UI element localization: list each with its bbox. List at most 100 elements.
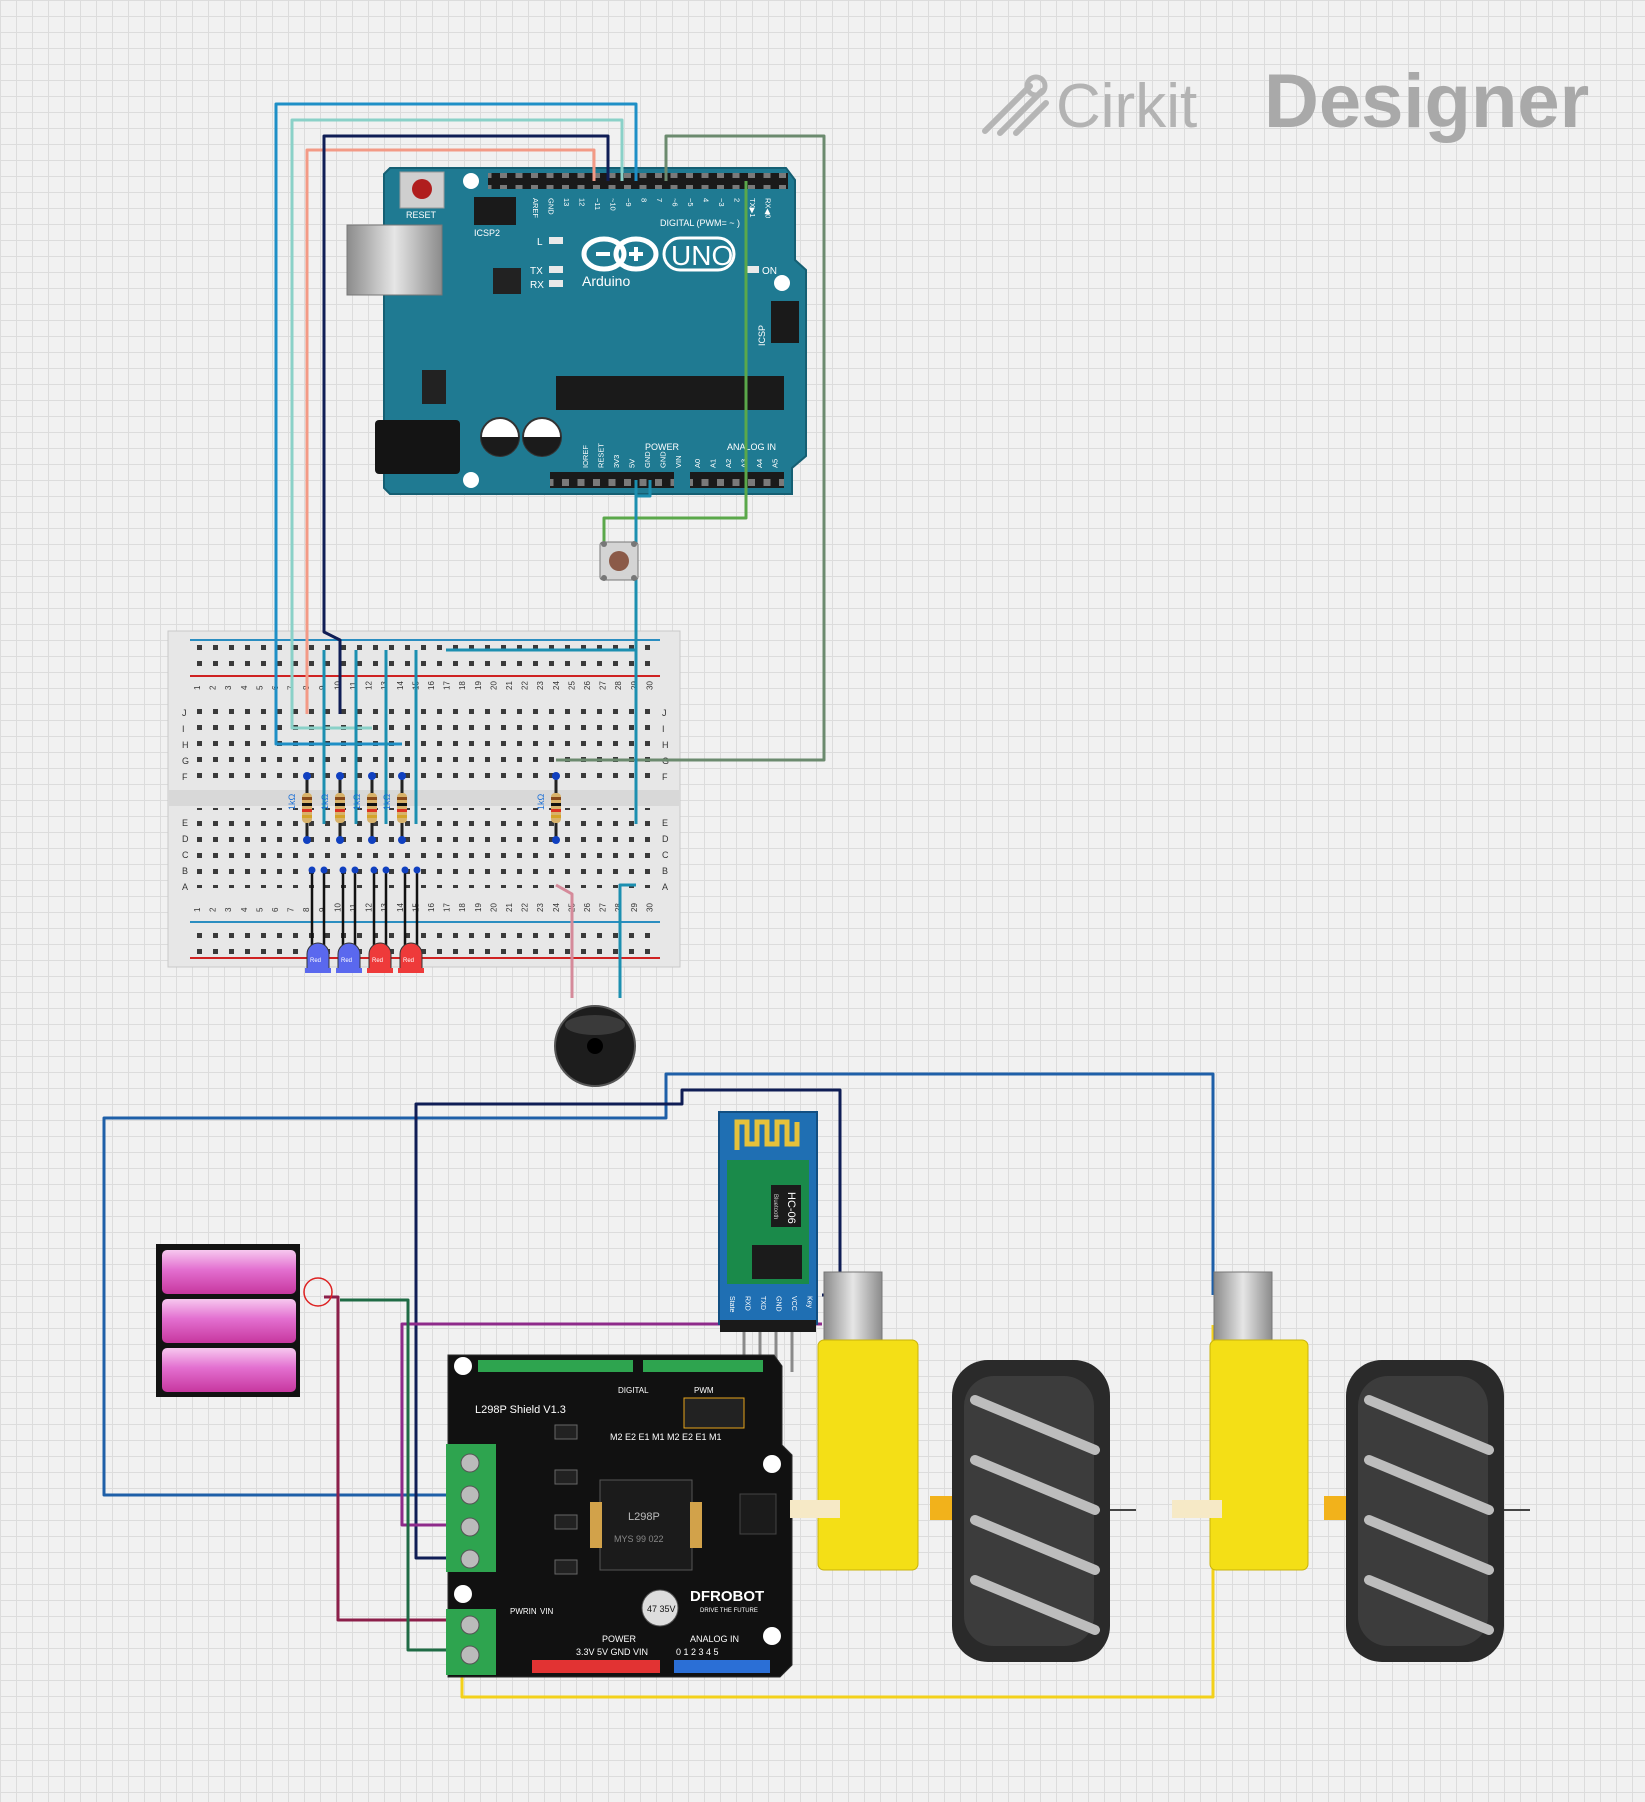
chip-label: L298P bbox=[628, 1511, 660, 1523]
reset-button[interactable] bbox=[412, 179, 432, 199]
pin-label: 12 bbox=[578, 198, 587, 206]
shield-power-pins: 3.3V 5V GND VIN bbox=[576, 1647, 648, 1657]
column-number: 22 bbox=[521, 903, 530, 912]
brand-name-light: Cirkit bbox=[1056, 72, 1197, 141]
column-number: 9 bbox=[318, 685, 327, 690]
dfrobot-tagline: DRIVE THE FUTURE bbox=[700, 1608, 758, 1614]
motor-can bbox=[823, 1271, 883, 1349]
wire-gnd-leds bbox=[322, 650, 418, 824]
push-button[interactable] bbox=[599, 541, 639, 581]
column-number: 5 bbox=[255, 907, 264, 912]
arduino-label: Arduino bbox=[582, 273, 630, 289]
row-letter: B bbox=[182, 866, 188, 876]
column-number: 10 bbox=[333, 681, 342, 690]
l298p-shield[interactable]: L298P Shield V1.3 DIGITAL PWM M2 E2 E1 M… bbox=[446, 1354, 793, 1678]
resistor: 1kΩ bbox=[352, 772, 377, 844]
led-rx bbox=[549, 280, 563, 287]
led-on bbox=[745, 266, 759, 273]
terminal-holes-top bbox=[192, 708, 656, 788]
row-letter: A bbox=[662, 882, 668, 892]
analog-header-pins bbox=[690, 472, 784, 488]
column-number: 21 bbox=[505, 681, 514, 690]
column-number: 28 bbox=[614, 681, 623, 690]
motor-1[interactable] bbox=[790, 1271, 958, 1571]
reset-button-base bbox=[399, 171, 445, 209]
column-number: 16 bbox=[427, 681, 436, 690]
shield-digital-label: DIGITAL bbox=[618, 1386, 649, 1395]
pin-label: IOREF bbox=[581, 445, 590, 468]
pin-label: A4 bbox=[755, 459, 764, 468]
led-label: Red bbox=[341, 958, 352, 964]
power-label: POWER bbox=[645, 442, 680, 452]
pin-label: GND bbox=[547, 198, 556, 215]
shield-pwm-label: PWM bbox=[694, 1386, 714, 1395]
antenna-icon bbox=[734, 1119, 800, 1150]
hc06-pin-label: Key bbox=[806, 1296, 813, 1309]
column-number: 18 bbox=[458, 903, 467, 912]
uno-badge bbox=[662, 236, 736, 272]
pin-label: 13 bbox=[562, 198, 571, 206]
column-number: 29 bbox=[630, 903, 639, 912]
gearbox bbox=[1209, 1339, 1309, 1571]
column-number: 14 bbox=[396, 681, 405, 690]
breadboard-channel bbox=[168, 790, 680, 806]
arduino-logo bbox=[581, 236, 659, 272]
wire-gnd-rail bbox=[634, 480, 652, 824]
column-number: 13 bbox=[380, 903, 389, 912]
column-number: 5 bbox=[255, 685, 264, 690]
column-number: 30 bbox=[645, 681, 654, 690]
row-letter: E bbox=[662, 818, 668, 828]
led-l bbox=[549, 237, 563, 244]
buzzer bbox=[554, 1005, 636, 1087]
column-number: 23 bbox=[536, 681, 545, 690]
wire-pin7 bbox=[556, 134, 826, 762]
column-number: 10 bbox=[333, 903, 342, 912]
shield-power-header bbox=[532, 1660, 660, 1673]
pin-label: ~10 bbox=[609, 198, 618, 211]
pin-label: ~3 bbox=[717, 198, 726, 207]
row-letter: F bbox=[182, 772, 188, 782]
top-header-pins bbox=[488, 173, 788, 189]
wire-pin9 bbox=[274, 102, 638, 746]
pin-label: A2 bbox=[724, 459, 733, 468]
pin-label: VIN bbox=[674, 455, 683, 468]
column-number: 12 bbox=[365, 681, 374, 690]
pwrin-label: PWRIN bbox=[510, 1607, 537, 1616]
pin-label: 2 bbox=[733, 198, 742, 202]
pin-label: 3V3 bbox=[612, 455, 621, 468]
column-number: 3 bbox=[224, 907, 233, 912]
motor-2[interactable] bbox=[1172, 1271, 1352, 1571]
led: Red bbox=[367, 866, 393, 973]
shield-title: L298P Shield V1.3 bbox=[475, 1404, 566, 1416]
icsp-label: ICSP bbox=[757, 325, 767, 346]
pin-label: GND bbox=[659, 451, 668, 468]
row-letter: J bbox=[182, 708, 187, 718]
shield-analog-pins: 0 1 2 3 4 5 bbox=[676, 1647, 719, 1657]
hc06-chip bbox=[771, 1185, 801, 1227]
diode bbox=[554, 1469, 578, 1485]
resistor-label: 1kΩ bbox=[287, 793, 297, 810]
column-number: 17 bbox=[443, 681, 452, 690]
column-number: 9 bbox=[318, 907, 327, 912]
pin-label: AREF bbox=[531, 198, 540, 218]
hc06-chip-label: HC-06 bbox=[785, 1192, 797, 1224]
icsp-header bbox=[771, 301, 799, 343]
wire-buzzer-pos bbox=[555, 883, 574, 998]
wire-batt-neg bbox=[340, 1298, 460, 1652]
column-number: 27 bbox=[599, 903, 608, 912]
pin-label: 8 bbox=[640, 198, 649, 202]
battery-cell bbox=[162, 1250, 296, 1294]
resistor: 1kΩ bbox=[536, 772, 561, 844]
resistor: 1kΩ bbox=[287, 772, 312, 844]
diode bbox=[554, 1559, 578, 1575]
wire-pin2 bbox=[602, 181, 748, 544]
push-button-cap[interactable] bbox=[609, 551, 629, 571]
breadboard[interactable]: 1122334455667788991010111112121313141415… bbox=[167, 630, 681, 968]
